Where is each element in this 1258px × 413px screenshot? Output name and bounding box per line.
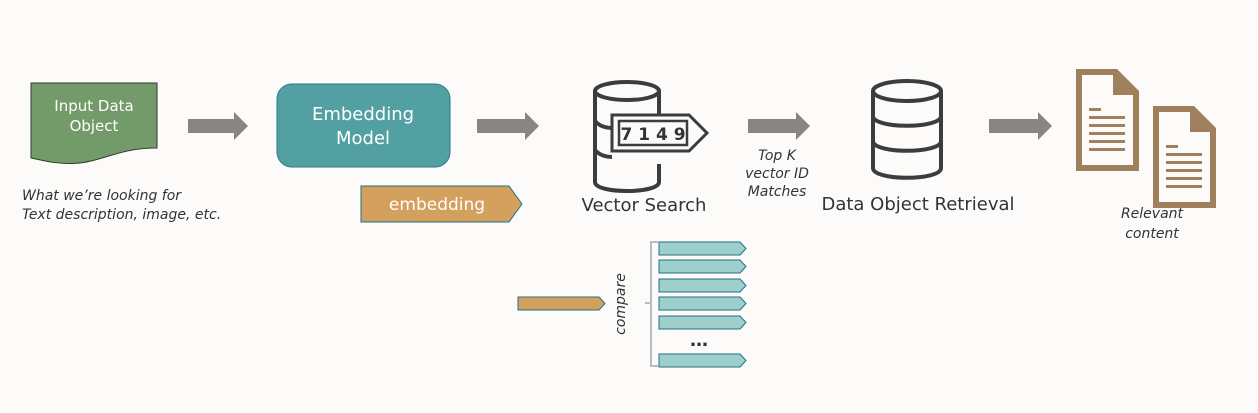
arrow-right-icon: [477, 112, 539, 140]
database-icon: [593, 80, 661, 193]
vector-id-value: 7 1 4 9: [620, 125, 685, 145]
candidate-vector-bar: [658, 353, 747, 368]
embedding-tag-label: embedding: [389, 195, 485, 215]
matches-line1: Top K: [758, 148, 798, 164]
retrieval-label: Data Object Retrieval: [821, 194, 1014, 215]
tag-icon: [610, 113, 710, 153]
candidate-vector-bar: [658, 259, 747, 274]
embedding-model-box: Embedding Model: [276, 83, 451, 168]
input-data-object: Input Data Object: [30, 82, 158, 164]
matches-line3: Matches: [748, 184, 807, 200]
input-label-line2: Object: [70, 117, 119, 135]
matches-line2: vector ID: [745, 166, 809, 182]
candidate-vector-bar: [658, 315, 747, 330]
model-label-line1: Embedding: [312, 104, 414, 125]
bracket: [645, 241, 658, 367]
output-line2: content: [1125, 226, 1179, 242]
ellipsis: …: [690, 330, 708, 351]
document-icon: [1153, 106, 1216, 208]
candidate-vector-bar: [658, 278, 747, 293]
database-icon: [871, 79, 943, 180]
document-icon: [1076, 69, 1139, 171]
input-caption-line2: Text description, image, etc.: [22, 207, 221, 223]
output-line1: Relevant: [1121, 206, 1184, 222]
arrow-right-icon: [188, 112, 248, 140]
vector-search-label: Vector Search: [582, 195, 707, 216]
model-label-line2: Model: [336, 128, 390, 149]
compare-label: compare: [613, 273, 629, 335]
query-embedding-bar: [517, 296, 606, 311]
arrow-right-icon: [748, 112, 810, 140]
input-label-line1: Input Data: [54, 97, 133, 115]
document-icon: [30, 82, 158, 164]
candidate-vector-list: [658, 241, 747, 368]
input-caption-line1: What we’re looking for: [22, 188, 182, 204]
arrow-right-icon: [989, 112, 1052, 140]
documents-icon: [1076, 69, 1216, 208]
compare-section: compare …: [517, 241, 747, 368]
embedding-tag: embedding: [360, 185, 523, 223]
candidate-vector-bar: [658, 296, 747, 311]
candidate-vector-bar: [658, 241, 747, 256]
vector-search-database: [593, 80, 710, 193]
